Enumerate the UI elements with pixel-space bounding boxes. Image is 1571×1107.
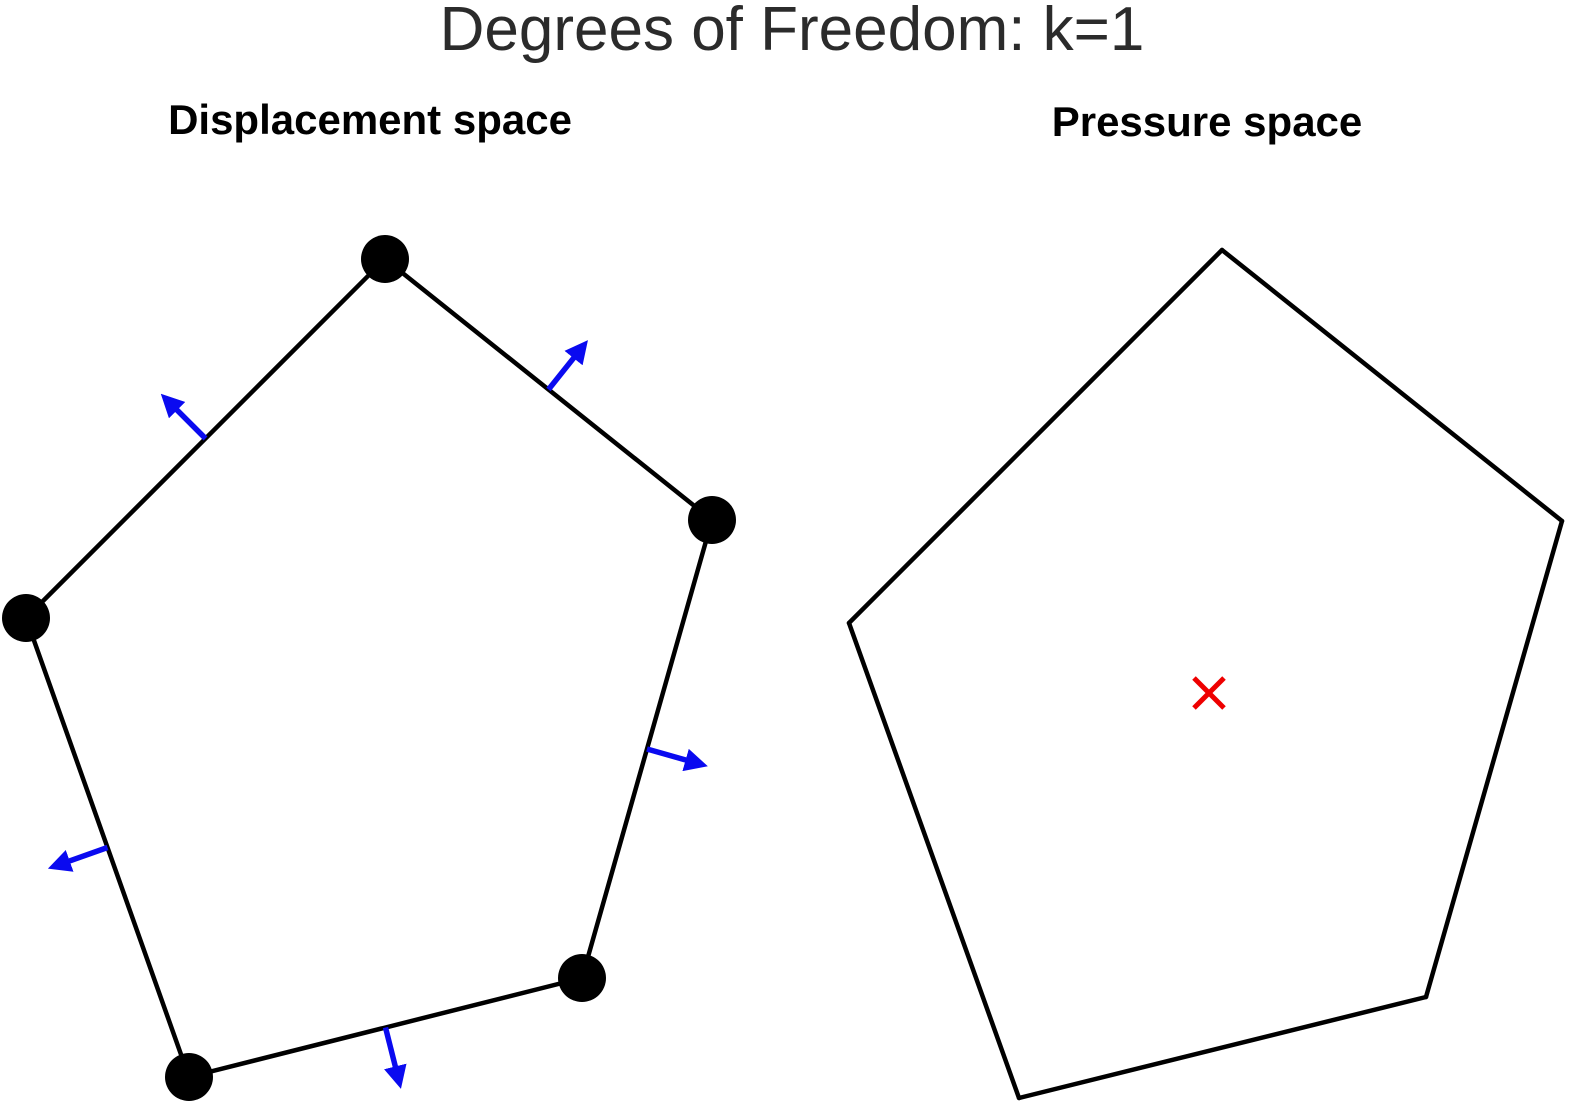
interior-cross-stroke-2	[1192, 676, 1226, 710]
pressure-subtitle: Pressure space	[1052, 98, 1363, 145]
pressure-edge-1	[1219, 247, 1565, 524]
pressure-edge-4	[846, 620, 1022, 1101]
vertex-dot-3	[558, 954, 606, 1002]
interior-dof	[1192, 676, 1226, 710]
normal-arrow-4	[47, 844, 109, 872]
normal-arrow-5	[160, 393, 208, 441]
pressure-edge-3	[1016, 994, 1429, 1101]
pressure-polygon-edges	[846, 247, 1565, 1101]
normal-arrow-3	[382, 1026, 407, 1089]
normal-arrow-2	[646, 746, 708, 772]
vertex-dot-5	[2, 594, 50, 642]
figure-title: Degrees of Freedom: k=1	[440, 0, 1145, 64]
displacement-subtitle: Displacement space	[168, 96, 572, 143]
vertex-dofs	[2, 235, 736, 1101]
normal-arrow-1	[546, 340, 588, 392]
vertex-dot-4	[165, 1053, 213, 1101]
vertex-dot-1	[361, 235, 409, 283]
edge-normal-dofs	[47, 340, 708, 1089]
displacement-polygon-edges	[23, 256, 715, 1080]
pressure-edge-5	[846, 247, 1225, 626]
displacement-panel: Displacement space	[2, 96, 736, 1101]
vertex-dot-2	[688, 496, 736, 544]
pressure-edge-2	[1423, 518, 1565, 1000]
pressure-panel: Pressure space	[846, 98, 1565, 1101]
